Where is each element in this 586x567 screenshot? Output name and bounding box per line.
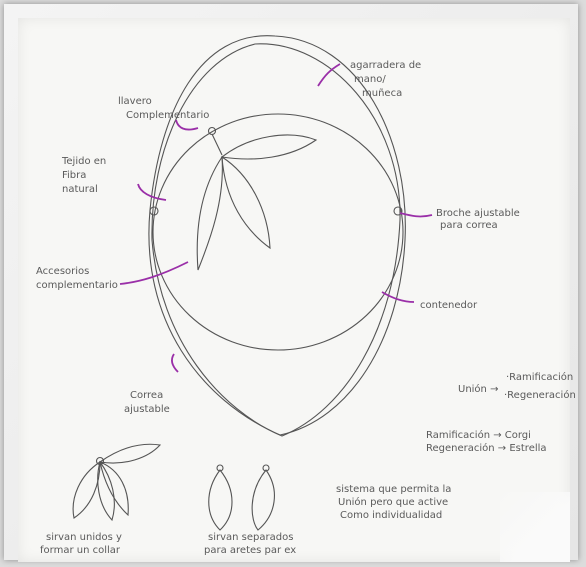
label-broche-2: para correa (440, 220, 498, 231)
label-llavero-2: Complementario (126, 110, 209, 121)
label-sistema-1: sistema que permita la (336, 484, 451, 495)
earring-left (209, 470, 232, 530)
arrow-accesorio (120, 262, 188, 284)
label-union: Unión → (458, 383, 498, 395)
bag-second-outline (152, 44, 400, 436)
label-contenedor: contenedor (420, 300, 478, 311)
label-tejido-3: natural (62, 184, 98, 195)
label-separados-1: sirvan separados (208, 532, 293, 543)
label-tejido-1: Tejido en (61, 156, 106, 167)
leaf-3 (222, 135, 316, 159)
keychain-ring (209, 128, 216, 135)
label-separados-2: para aretes par ex (204, 545, 296, 556)
bottom-leaf-2 (73, 462, 100, 518)
label-agarradera-1: agarradera de (350, 60, 421, 71)
label-correa-2: ajustable (124, 404, 170, 415)
container-circle (153, 114, 403, 350)
label-tejido-2: Fibra (62, 170, 86, 181)
label-unidos-1: sirvan unidos y (46, 532, 122, 543)
label-regeneracion: ·Regeneración (504, 389, 576, 401)
label-llavero-1: llavero (118, 96, 152, 107)
arrow-llavero (176, 120, 198, 130)
arrow-correa (172, 354, 178, 372)
label-sistema-3: Como individualidad (340, 510, 442, 521)
label-broche-1: Broche ajustable (436, 208, 520, 219)
label-sistema-2: Unión pero que active (338, 496, 448, 508)
label-accesorio-2: complementario (36, 280, 118, 291)
label-agarradera-2: mano/ (354, 74, 386, 85)
keychain-chain (212, 134, 222, 155)
bottom-leaf-1 (98, 462, 115, 520)
bottom-leaf-4 (100, 444, 160, 463)
label-ram-arrow: Ramificación → Corgi (426, 429, 531, 441)
earring-right (252, 470, 274, 530)
leaf-1 (197, 157, 222, 270)
label-agarradera-3: muñeca (362, 88, 402, 99)
label-ramificacion: ·Ramificación (506, 371, 573, 383)
label-correa-1: Correa (130, 390, 163, 401)
label-accesorio-1: Accesorios (36, 266, 89, 277)
label-unidos-2: formar un collar (40, 545, 121, 556)
leaf-2 (222, 157, 270, 248)
label-reg-arrow: Regeneración → Estrella (426, 442, 547, 454)
